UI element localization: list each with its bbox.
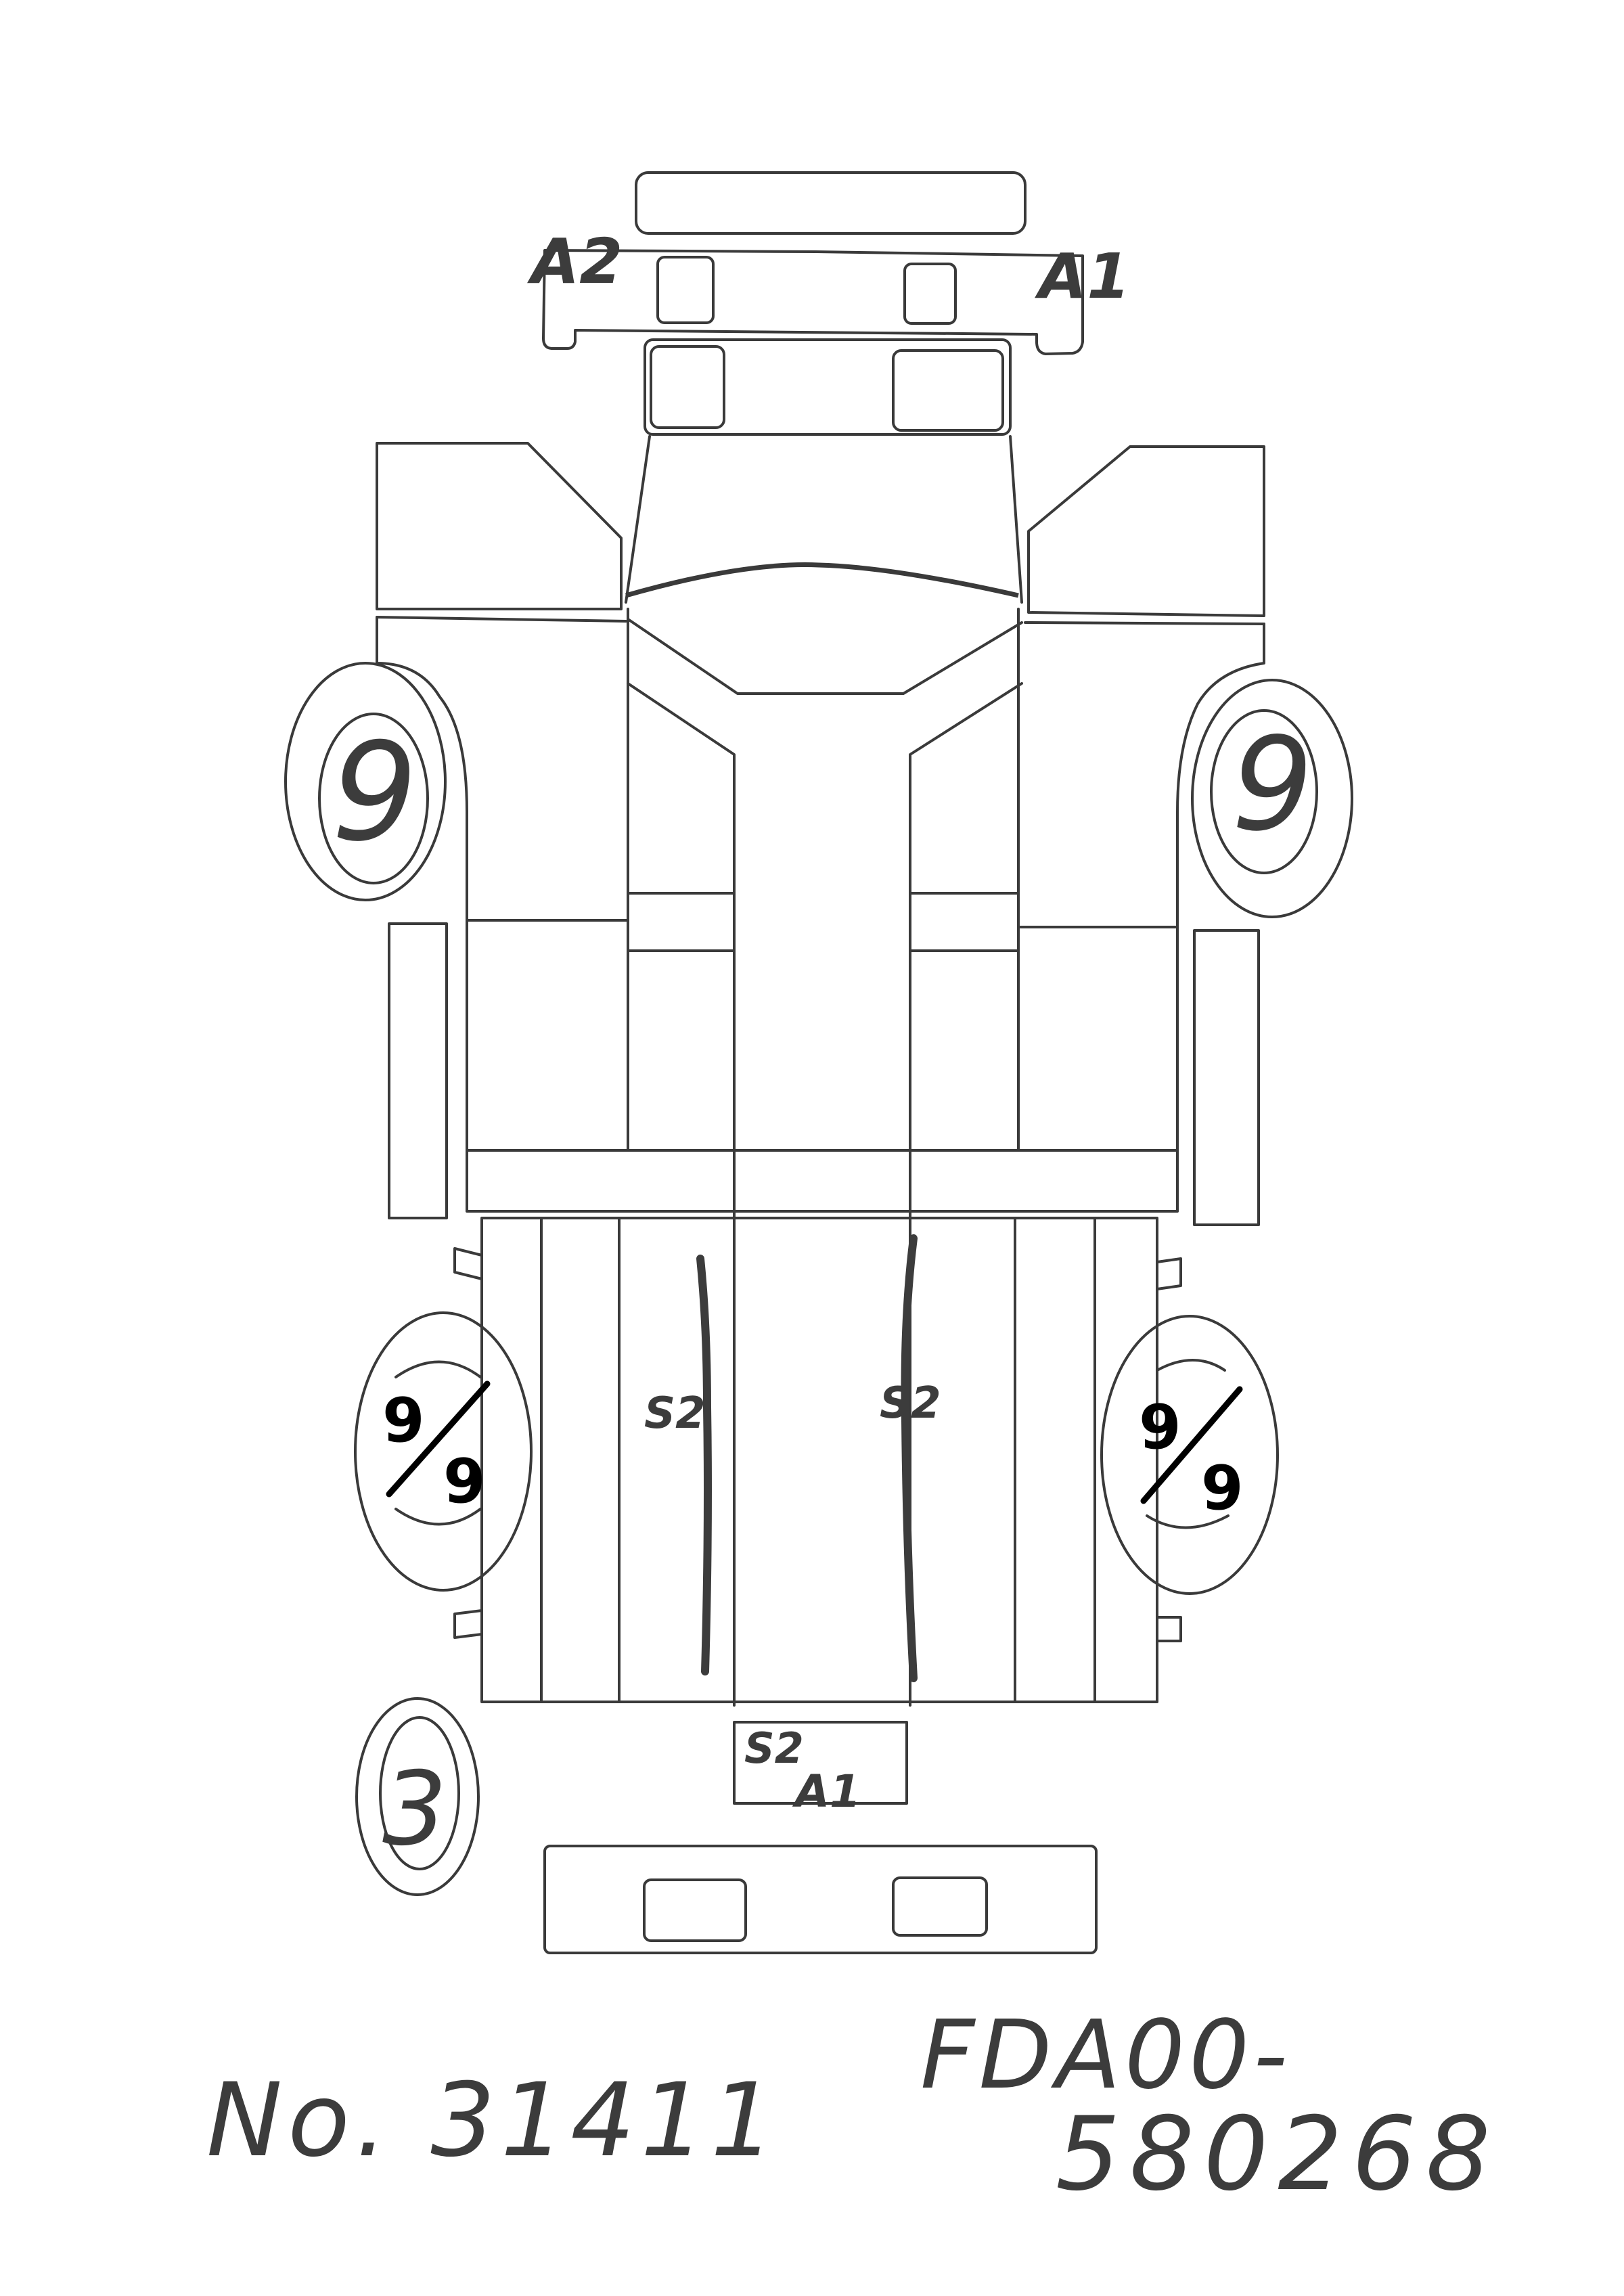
svg-text:9: 9 (443, 1446, 486, 1517)
step-right (1193, 929, 1260, 1226)
spare-tire (355, 1697, 480, 1896)
bed-left-scratch-mark (696, 1255, 712, 1675)
cargo-bed (453, 1217, 1182, 1703)
chassis-number-line2: 580268 (1056, 2096, 1500, 2213)
rear-light-right (892, 1876, 988, 1937)
svg-text:9: 9 (1201, 1453, 1244, 1524)
front-left-tire-code: 9 (332, 714, 418, 872)
bed-right-code: S2 (880, 1378, 941, 1428)
headlight-right (892, 349, 1004, 432)
inspection-number: No. 31411 (206, 2062, 781, 2180)
spare-tire-code: 3 (382, 1751, 447, 1868)
front-right-tire (1191, 679, 1353, 918)
rear-left-tire-code: 9 9 (382, 1380, 491, 1517)
rear-left-tire (354, 1311, 533, 1592)
step-left (388, 922, 448, 1219)
cab-roof (627, 608, 1023, 1152)
cab-doors (388, 892, 1260, 1707)
bed-left-code: S2 (644, 1389, 706, 1439)
fog-light-left (656, 256, 715, 324)
front-bumper (542, 171, 1084, 355)
front-fender-left (376, 442, 627, 922)
rear-right-tire (1100, 1315, 1279, 1595)
fog-light-right (903, 263, 957, 325)
rear-right-tire-code: 9 9 (1139, 1386, 1244, 1524)
tailgate (733, 1721, 908, 1805)
headlight-left (650, 345, 725, 429)
rear-bumper (543, 1845, 1098, 1954)
bed-right-scratch-mark (901, 1234, 918, 1682)
tailgate-code-line1: S2 (744, 1724, 804, 1773)
svg-text:9: 9 (382, 1385, 425, 1456)
chassis-number-line1: FDA00- (920, 2000, 1292, 2111)
front-bumper-left-code: A2 (527, 225, 623, 298)
front-bumper-right-code: A1 (1035, 240, 1130, 313)
tailgate-code-line2: A1 (792, 1765, 861, 1818)
grille (644, 338, 1012, 436)
svg-text:9: 9 (1139, 1392, 1181, 1463)
hood (625, 435, 1023, 604)
front-left-tire (284, 662, 447, 901)
front-right-tire-code: 9 (1232, 710, 1313, 859)
rear-light-left (643, 1878, 747, 1942)
front-fender-right (1024, 445, 1265, 928)
